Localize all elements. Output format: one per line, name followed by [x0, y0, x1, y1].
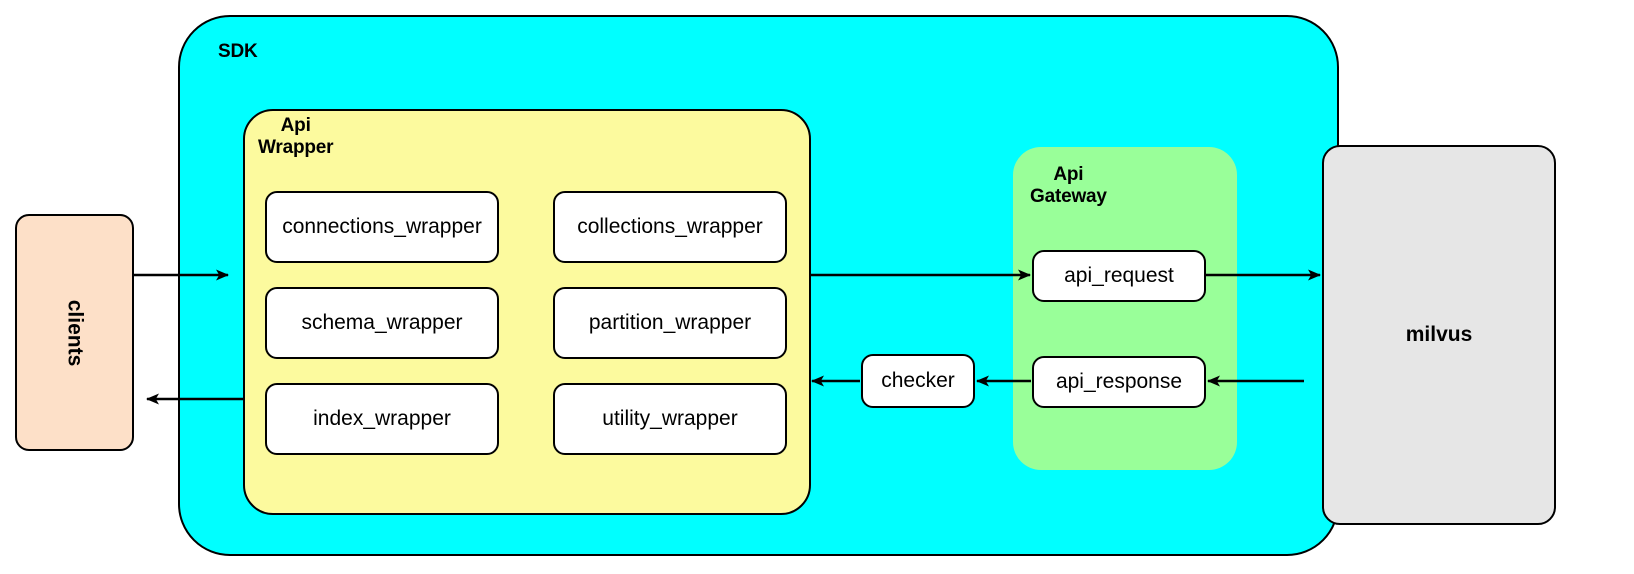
node-checker: checker — [861, 354, 975, 408]
node-milvus — [1322, 145, 1556, 525]
node-api-response: api_response — [1032, 356, 1206, 408]
node-collections-wrapper: collections_wrapper — [553, 191, 787, 263]
node-partition-wrapper: partition_wrapper — [553, 287, 787, 359]
group-api-wrapper-title: Api Wrapper — [258, 115, 334, 159]
node-api-request: api_request — [1032, 250, 1206, 302]
node-milvus-label: milvus — [1405, 323, 1473, 346]
node-clients — [15, 214, 134, 451]
node-utility-wrapper: utility_wrapper — [553, 383, 787, 455]
group-sdk-title: SDK — [218, 41, 258, 62]
clients-text: clients — [63, 299, 87, 366]
node-index-wrapper: index_wrapper — [265, 383, 499, 455]
group-api-gateway — [1013, 147, 1237, 470]
group-api-gateway-title: Api Gateway — [1030, 164, 1107, 208]
node-clients-label: clients — [15, 214, 134, 451]
node-schema-wrapper: schema_wrapper — [265, 287, 499, 359]
node-connections-wrapper: connections_wrapper — [265, 191, 499, 263]
